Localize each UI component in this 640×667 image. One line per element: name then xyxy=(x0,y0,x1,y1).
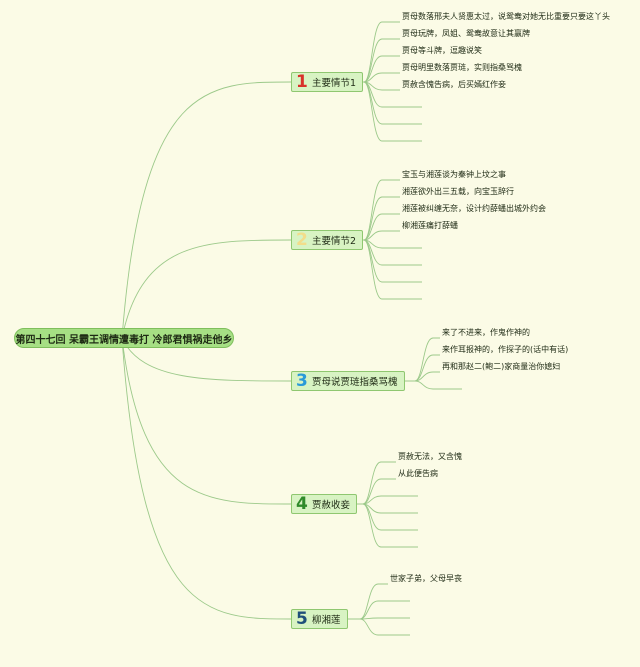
leaf-text[interactable]: 世家子弟，父母早丧 xyxy=(390,574,462,583)
leaf-text[interactable]: 来了不进来，作鬼作神的 xyxy=(442,328,530,337)
leaf-text[interactable]: 贾母数落邢夫人贤惠太过，说鸳鸯对她无比重要只要这丫头 xyxy=(402,12,610,21)
link-root-branch-1 xyxy=(121,81,292,339)
branch-node-5[interactable]: 5 柳湘莲 xyxy=(291,609,348,629)
link-branch-3-leaf-3 xyxy=(405,371,440,382)
number-badge-3: 3 xyxy=(296,371,308,391)
leaf-text[interactable]: 湘莲欲外出三五载，向宝玉辞行 xyxy=(402,187,514,196)
leaf-text[interactable]: 贾母明里数落贾琏，实则指桑骂槐 xyxy=(402,63,522,72)
link-branch-2-leaf-5 xyxy=(363,239,422,249)
link-root-branch-5 xyxy=(121,337,292,620)
number-badge-4: 4 xyxy=(296,494,308,514)
leaf-text[interactable]: 湘莲被纠缠无奈，设计约薛蟠出城外约会 xyxy=(402,204,546,213)
branch-label-2: 主要情节2 xyxy=(312,236,357,247)
branch-label-4: 贾赦收妾 xyxy=(312,500,351,511)
leaf-text[interactable]: 贾赦含愧告病，后买嫣红作妾 xyxy=(402,80,506,89)
link-branch-3-leaf-1 xyxy=(405,337,440,382)
link-branch-2-leaf-3 xyxy=(363,213,400,241)
branch-label-3: 贾母说贾琏指桑骂槐 xyxy=(312,377,398,388)
link-branch-2-leaf-8 xyxy=(363,239,422,300)
link-branch-1-leaf-3 xyxy=(363,55,400,83)
branch-label-5: 柳湘莲 xyxy=(312,615,341,626)
leaf-text[interactable]: 贾母等斗牌，逗趣说笑 xyxy=(402,46,482,55)
branch-node-4[interactable]: 4 贾赦收妾 xyxy=(291,494,358,514)
link-branch-5-leaf-2 xyxy=(348,600,410,620)
leaf-text[interactable]: 宝玉与湘莲谈为秦钟上坟之事 xyxy=(402,170,506,179)
link-branch-4-leaf-6 xyxy=(357,503,418,548)
leaf-text[interactable]: 贾母玩牌，凤姐、鸳鸯故意让其赢牌 xyxy=(402,29,530,38)
branch-node-1[interactable]: 1 主要情节1 xyxy=(291,72,364,92)
leaf-text[interactable]: 贾赦无法，又含愧 xyxy=(398,452,462,461)
link-branch-1-leaf-8 xyxy=(363,81,422,142)
link-branch-2-leaf-7 xyxy=(363,239,422,283)
link-branch-1-leaf-2 xyxy=(363,38,400,83)
root-topic[interactable]: 第四十七回 呆霸王调情遭毒打 冷郎君惧祸走他乡 xyxy=(14,328,234,348)
branch-node-2[interactable]: 2 主要情节2 xyxy=(291,230,364,250)
link-root-branch-4 xyxy=(121,337,292,505)
link-branch-2-leaf-2 xyxy=(363,196,400,241)
branch-label-1: 主要情节1 xyxy=(312,78,357,89)
link-branch-5-leaf-4 xyxy=(348,618,410,636)
link-root-branch-2 xyxy=(121,239,292,339)
number-badge-2: 2 xyxy=(296,230,308,250)
number-badge-1: 1 xyxy=(296,72,308,92)
link-branch-4-leaf-1 xyxy=(357,461,396,505)
link-branch-4-leaf-2 xyxy=(357,478,396,505)
link-root-branch-3 xyxy=(121,337,292,382)
branch-node-3[interactable]: 3 贾母说贾琏指桑骂槐 xyxy=(291,371,405,391)
number-badge-5: 5 xyxy=(296,609,308,629)
leaf-text[interactable]: 来作耳报神的，作探子的(话中有话) xyxy=(442,345,569,354)
leaf-text[interactable]: 柳湘莲痛打薛蟠 xyxy=(402,221,458,230)
link-branch-5-leaf-1 xyxy=(348,583,388,620)
link-branch-3-leaf-4 xyxy=(405,380,462,390)
leaf-text[interactable]: 从此便告病 xyxy=(398,469,438,478)
leaf-text[interactable]: 再和那赵二(鲍二)家商量治你媳妇 xyxy=(442,362,561,371)
root-topic-label: 第四十七回 呆霸王调情遭毒打 冷郎君惧祸走他乡 xyxy=(15,334,233,346)
